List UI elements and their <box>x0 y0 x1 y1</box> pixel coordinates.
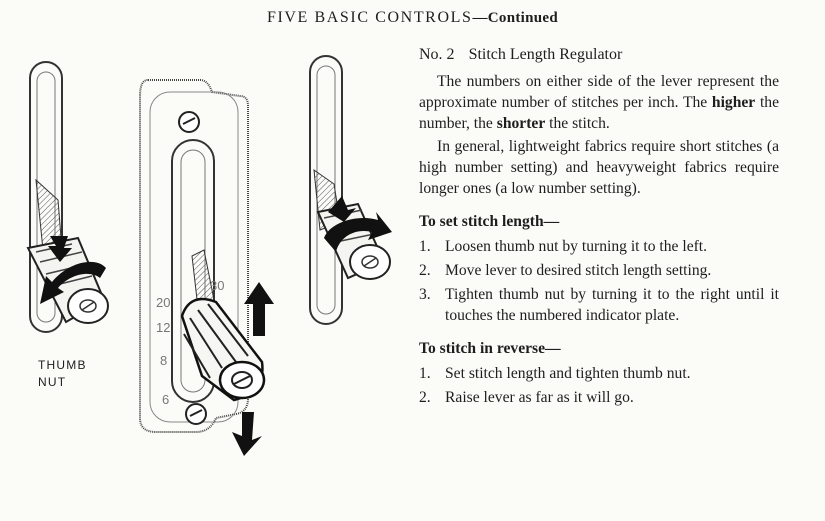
list-item: 3.Tighten thumb nut by turning it to the… <box>419 286 779 324</box>
list-item: 1.Set stitch length and tighten thumb nu… <box>419 365 691 382</box>
up-arrow-icon <box>244 282 274 336</box>
page-header: FIVE BASIC CONTROLS—Continued <box>0 9 825 27</box>
section-name: Stitch Length Regulator <box>468 46 623 63</box>
header-continued: —Continued <box>472 10 559 26</box>
header-title: FIVE BASIC CONTROLS <box>266 9 473 26</box>
scale-number: 30 <box>210 278 224 293</box>
center-plate-view: 20 12 8 6 30 <box>139 79 274 456</box>
reverse-steps: 1.Set stitch length and tighten thumb nu… <box>419 363 779 408</box>
list-item: 1.Loosen thumb nut by turning it to the … <box>419 238 708 255</box>
reverse-heading: To stitch in reverse— <box>419 340 561 357</box>
left-lever-view <box>26 61 109 333</box>
section-number: No. 2 <box>419 46 455 63</box>
set-length-heading: To set stitch length— <box>419 213 560 230</box>
scale-number: 8 <box>160 353 167 368</box>
down-arrow-icon <box>232 412 262 456</box>
paragraph-numbers: The numbers on either side of the lever … <box>419 73 779 132</box>
list-item: 2.Move lever to desired stitch length se… <box>419 262 712 279</box>
scale-number: 12 <box>156 320 170 335</box>
right-lever-view <box>309 55 392 325</box>
down-arrow-icon <box>48 236 72 262</box>
section-title: No. 2 Stitch Length Regulator <box>419 44 779 65</box>
thumb-nut-label: THUMB NUT <box>38 358 87 389</box>
stitch-regulator-illustration: 20 12 8 6 30 <box>26 55 392 456</box>
up-arrow-icon <box>328 196 356 222</box>
paragraph-fabrics: In general, lightweight fabrics require … <box>419 138 779 197</box>
scale-number: 6 <box>162 392 169 407</box>
turn-left-arrow-icon <box>40 261 106 304</box>
set-length-steps: 1.Loosen thumb nut by turning it to the … <box>419 236 779 326</box>
list-item: 2.Raise lever as far as it will go. <box>419 389 634 406</box>
scale-number: 20 <box>156 295 170 310</box>
turn-right-arrow-icon <box>324 212 392 252</box>
instructions-column: No. 2 Stitch Length Regulator The numbers… <box>419 44 779 411</box>
